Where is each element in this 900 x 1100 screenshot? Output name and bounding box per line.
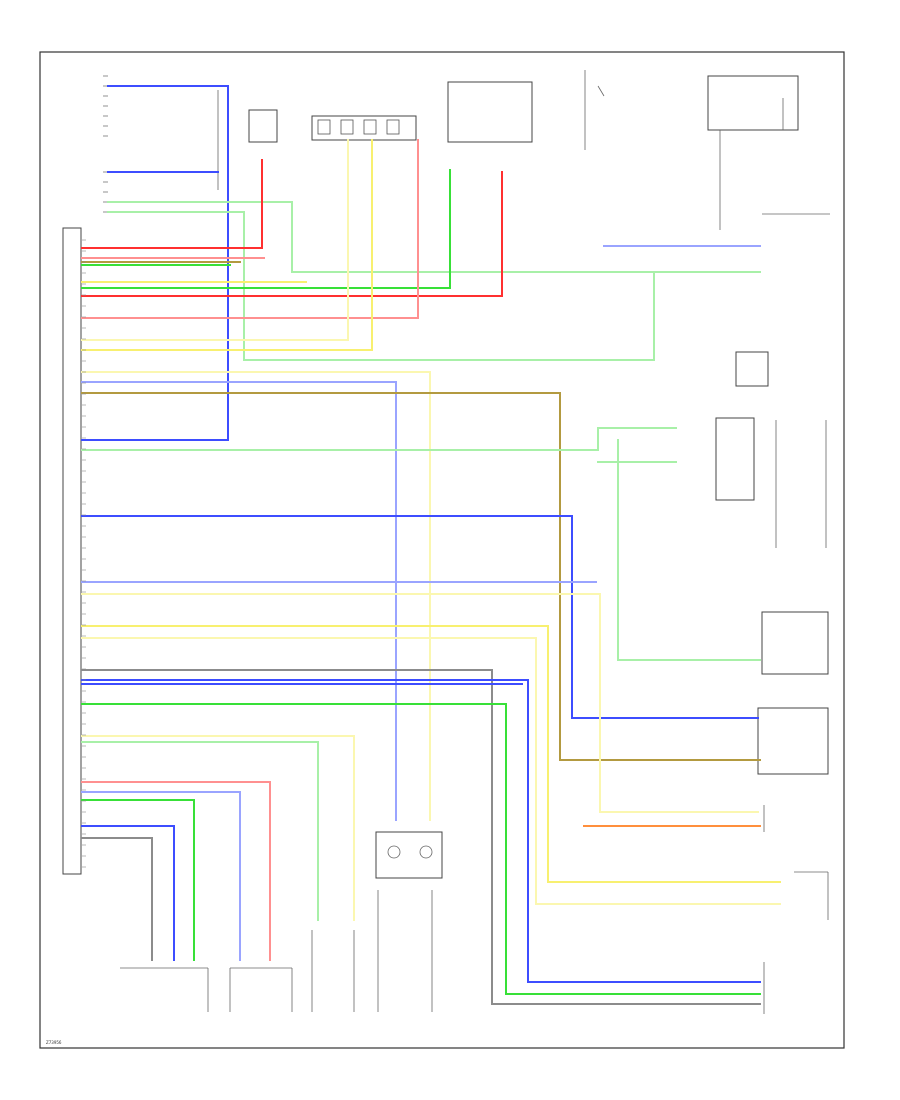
wire-lightgreen xyxy=(81,741,319,921)
wire-lightgreen xyxy=(617,439,761,661)
occupant-sensor-relay xyxy=(707,75,799,131)
wire-green xyxy=(81,169,451,289)
top-left-connector xyxy=(103,75,108,213)
wire-lightyellow xyxy=(81,735,355,921)
wire-pink xyxy=(81,781,271,961)
wire-lightyellow xyxy=(81,139,349,341)
fuse-component xyxy=(248,109,278,143)
wire-blue xyxy=(81,825,175,961)
right-front-crash-sensor xyxy=(761,611,829,675)
wire-green xyxy=(81,703,761,995)
passenger-seat-relay xyxy=(735,351,769,387)
wire-blue xyxy=(81,515,759,719)
airbag-control-module xyxy=(62,227,82,875)
wire-harness xyxy=(81,85,781,1005)
wire-gray xyxy=(81,669,761,1005)
diagram-code: Z73956 xyxy=(46,1040,62,1045)
diagram-frame xyxy=(39,51,845,1049)
wire-lightgreen xyxy=(81,427,677,451)
wire-gray xyxy=(81,837,153,961)
wire-lightyellow xyxy=(81,637,781,905)
wire-lightblue xyxy=(81,381,397,821)
wire-lightgreen xyxy=(107,211,655,361)
left-front-crash-sensor xyxy=(757,707,829,775)
wire-brown xyxy=(81,392,761,761)
occupant-detection-unit xyxy=(715,417,755,501)
airbag-diagnostic-connector xyxy=(375,831,443,879)
left-side-switch xyxy=(447,81,533,143)
wire-yellow xyxy=(81,625,781,883)
wire-lightblue xyxy=(81,791,241,961)
wire-red xyxy=(81,159,263,249)
wire-yellow xyxy=(81,139,373,351)
pin-markers xyxy=(82,239,86,868)
wire-lightyellow xyxy=(81,593,759,813)
wire-lightgreen xyxy=(107,201,761,273)
wire-pink xyxy=(81,139,419,319)
wire-blue xyxy=(81,679,761,983)
wire-red xyxy=(81,171,503,297)
wire-green xyxy=(81,799,195,961)
instrument-cluster-connector xyxy=(311,115,417,141)
